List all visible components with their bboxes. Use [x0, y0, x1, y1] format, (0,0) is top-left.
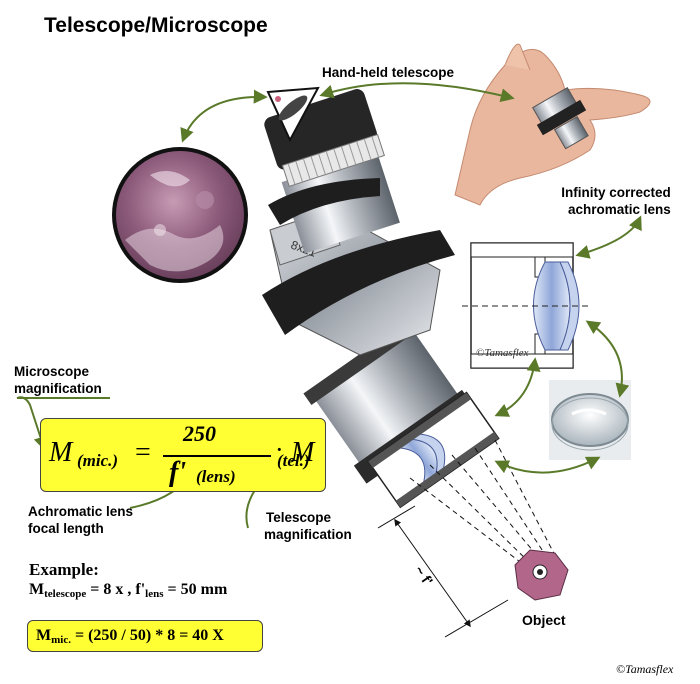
label-achro-line2: focal length: [28, 521, 104, 536]
example-telescope-sub: telescope: [44, 588, 87, 600]
label-achromatic-focal: Achromatic lens focal length: [28, 503, 133, 537]
formula-lhs-m: M: [49, 437, 73, 468]
example-result-box: Mmic. = (250 / 50) * 8 = 40 X: [27, 620, 263, 652]
hand-photo: [454, 43, 651, 206]
label-micro-line2: magnification: [14, 381, 102, 396]
formula-denominator-f: f': [169, 457, 187, 488]
example-m: M: [29, 581, 45, 598]
formula-rhs-sub: (tel.): [277, 451, 310, 470]
lens-cross-section: ©Tamasflex: [462, 242, 590, 369]
label-telescope-magnification: Telescope magnification: [264, 509, 352, 543]
example-telescope-value: = 8 x , f': [86, 581, 146, 598]
formula-denominator-sub: (lens): [196, 467, 236, 486]
formula-numerator: 250: [183, 421, 216, 446]
example-heading: Example:: [29, 560, 99, 579]
label-infinity-line2: achromatic lens: [568, 202, 671, 217]
result-sub: mic.: [51, 634, 71, 646]
formula-rhs-m: M: [291, 437, 315, 468]
distance-label: ~ f': [412, 563, 437, 589]
focal-distance-dimension: [377, 505, 509, 638]
label-achro-line1: Achromatic lens: [28, 504, 134, 519]
page-title: Telescope/Microscope: [44, 14, 268, 37]
label-infinity-line1: Infinity corrected: [561, 185, 671, 200]
objective-cutaway: [367, 391, 500, 509]
fraction-bar: [163, 455, 271, 457]
label-infinity-corrected: Infinity corrected achromatic lens: [560, 184, 671, 218]
lens-photo: [549, 380, 631, 460]
example-lens-value: = 50 mm: [163, 581, 228, 598]
formula-lhs-sub: (mic.): [77, 451, 119, 470]
formula-dot: ·: [275, 435, 284, 464]
example-values: Mtelescope = 8 x , f'lens = 50 mm: [29, 581, 227, 600]
eye-icon: [266, 86, 320, 143]
microscope-view-image: [112, 147, 248, 283]
example-lens-sub: lens: [145, 588, 164, 600]
connector-arrows: [16, 82, 642, 529]
result-value: = (250 / 50) * 8 = 40 X: [70, 627, 224, 644]
lens-watermark: ©Tamasflex: [476, 347, 529, 359]
result-m: M: [36, 627, 52, 644]
object-specimen: [514, 549, 569, 601]
magnification-formula: M (mic.) = 250 f' (lens) · M (tel.): [40, 418, 326, 492]
formula-equals: =: [135, 437, 151, 468]
corner-watermark: ©Tamasflex: [616, 662, 674, 676]
label-handheld-telescope: Hand-held telescope: [322, 65, 455, 80]
label-micro-line1: Microscope: [14, 364, 90, 379]
label-microscope-magnification: Microscope magnification: [14, 363, 102, 397]
label-tele-line2: magnification: [264, 527, 352, 542]
label-tele-line1: Telescope: [266, 510, 332, 525]
label-object: Object: [522, 612, 566, 628]
